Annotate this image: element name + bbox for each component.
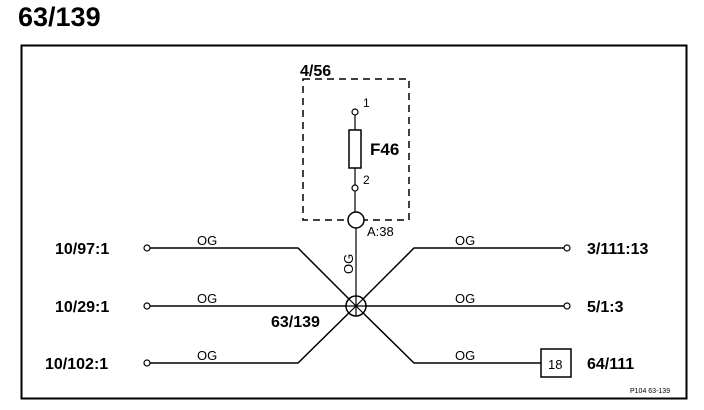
- diagram-frame: [20, 44, 688, 400]
- wire-64-111: [355, 305, 541, 364]
- connector-label: A:38: [367, 224, 394, 239]
- endpoint-10-97-1: 10/97:1: [55, 241, 109, 258]
- wire-color-10-97-1: OG: [197, 233, 217, 248]
- wire-color-64-111: OG: [455, 348, 475, 363]
- wire-10-97-1: [150, 247, 357, 307]
- wire-color-10-102-1: OG: [197, 348, 217, 363]
- fuse-label: F46: [370, 140, 399, 159]
- connector-a38: [347, 211, 365, 229]
- fuse-pin-1: [351, 108, 359, 116]
- endpoint-10-29-1: 10/29:1: [55, 299, 109, 316]
- reference-code: P104 63-139: [630, 388, 670, 395]
- wire-color-3-111-13: OG: [455, 233, 475, 248]
- endpoint-5-1-3: 5/1:3: [587, 299, 624, 316]
- endpoint-64-111: 64/111: [587, 356, 634, 373]
- terminal-10-29-1: [143, 302, 151, 310]
- fuse-pin-2-label: 2: [363, 173, 370, 187]
- endpoint-10-102-1: 10/102:1: [45, 356, 108, 373]
- ground-box: [540, 348, 572, 378]
- connector-wire-color: OG: [341, 254, 356, 274]
- terminal-5-1-3: [563, 302, 571, 310]
- fuse-pin-1-label: 1: [363, 96, 370, 110]
- splice-cross-d2: [348, 298, 364, 314]
- splice-label: 63/139: [271, 314, 320, 331]
- terminal-10-102-1: [143, 359, 151, 367]
- terminal-10-97-1: [143, 244, 151, 252]
- terminal-3-111-13: [563, 244, 571, 252]
- module-label: 4/56: [300, 63, 331, 80]
- wire-10-102-1: [150, 305, 357, 364]
- fuse-pin-2: [351, 184, 359, 192]
- wire-color-10-29-1: OG: [197, 291, 217, 306]
- wire-color-5-1-3: OG: [455, 291, 475, 306]
- fuse-body: [348, 129, 362, 169]
- wire-3-111-13: [355, 247, 564, 307]
- ground-box-label: 18: [548, 357, 562, 372]
- page-title: 63/139: [18, 2, 101, 32]
- endpoint-3-111-13: 3/111:13: [587, 241, 649, 258]
